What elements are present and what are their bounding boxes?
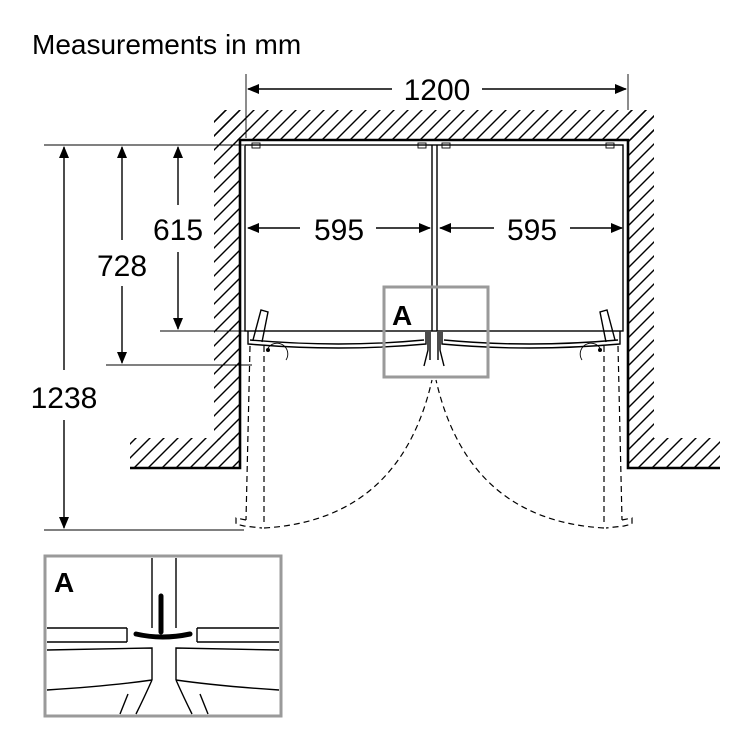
dimension-depth-1238: 1238 (31, 146, 98, 529)
wall-niche (130, 110, 720, 470)
page-title: Measurements in mm (32, 29, 301, 60)
detail-marker-a: A (382, 285, 490, 379)
dimension-right-width-label: 595 (507, 214, 557, 247)
dimension-right-width: 595 (439, 214, 623, 247)
dimension-total-width: 1200 (245, 74, 629, 138)
dimension-depth-615: 615 (153, 146, 203, 330)
detail-marker-letter: A (392, 300, 412, 331)
detail-view-a: A (43, 554, 283, 718)
door-swing (235, 345, 633, 529)
dimension-total-width-label: 1200 (404, 74, 471, 107)
dimension-depth-728: 728 (97, 146, 147, 364)
dimension-depth-1238-label: 1238 (31, 382, 98, 415)
dimension-left-width: 595 (247, 214, 431, 247)
dimension-depth-728-label: 728 (97, 250, 147, 283)
appliance-body (244, 142, 624, 367)
dimension-left-width-label: 595 (314, 214, 364, 247)
detail-view-letter: A (54, 567, 74, 598)
dimension-depth-615-label: 615 (153, 214, 203, 247)
